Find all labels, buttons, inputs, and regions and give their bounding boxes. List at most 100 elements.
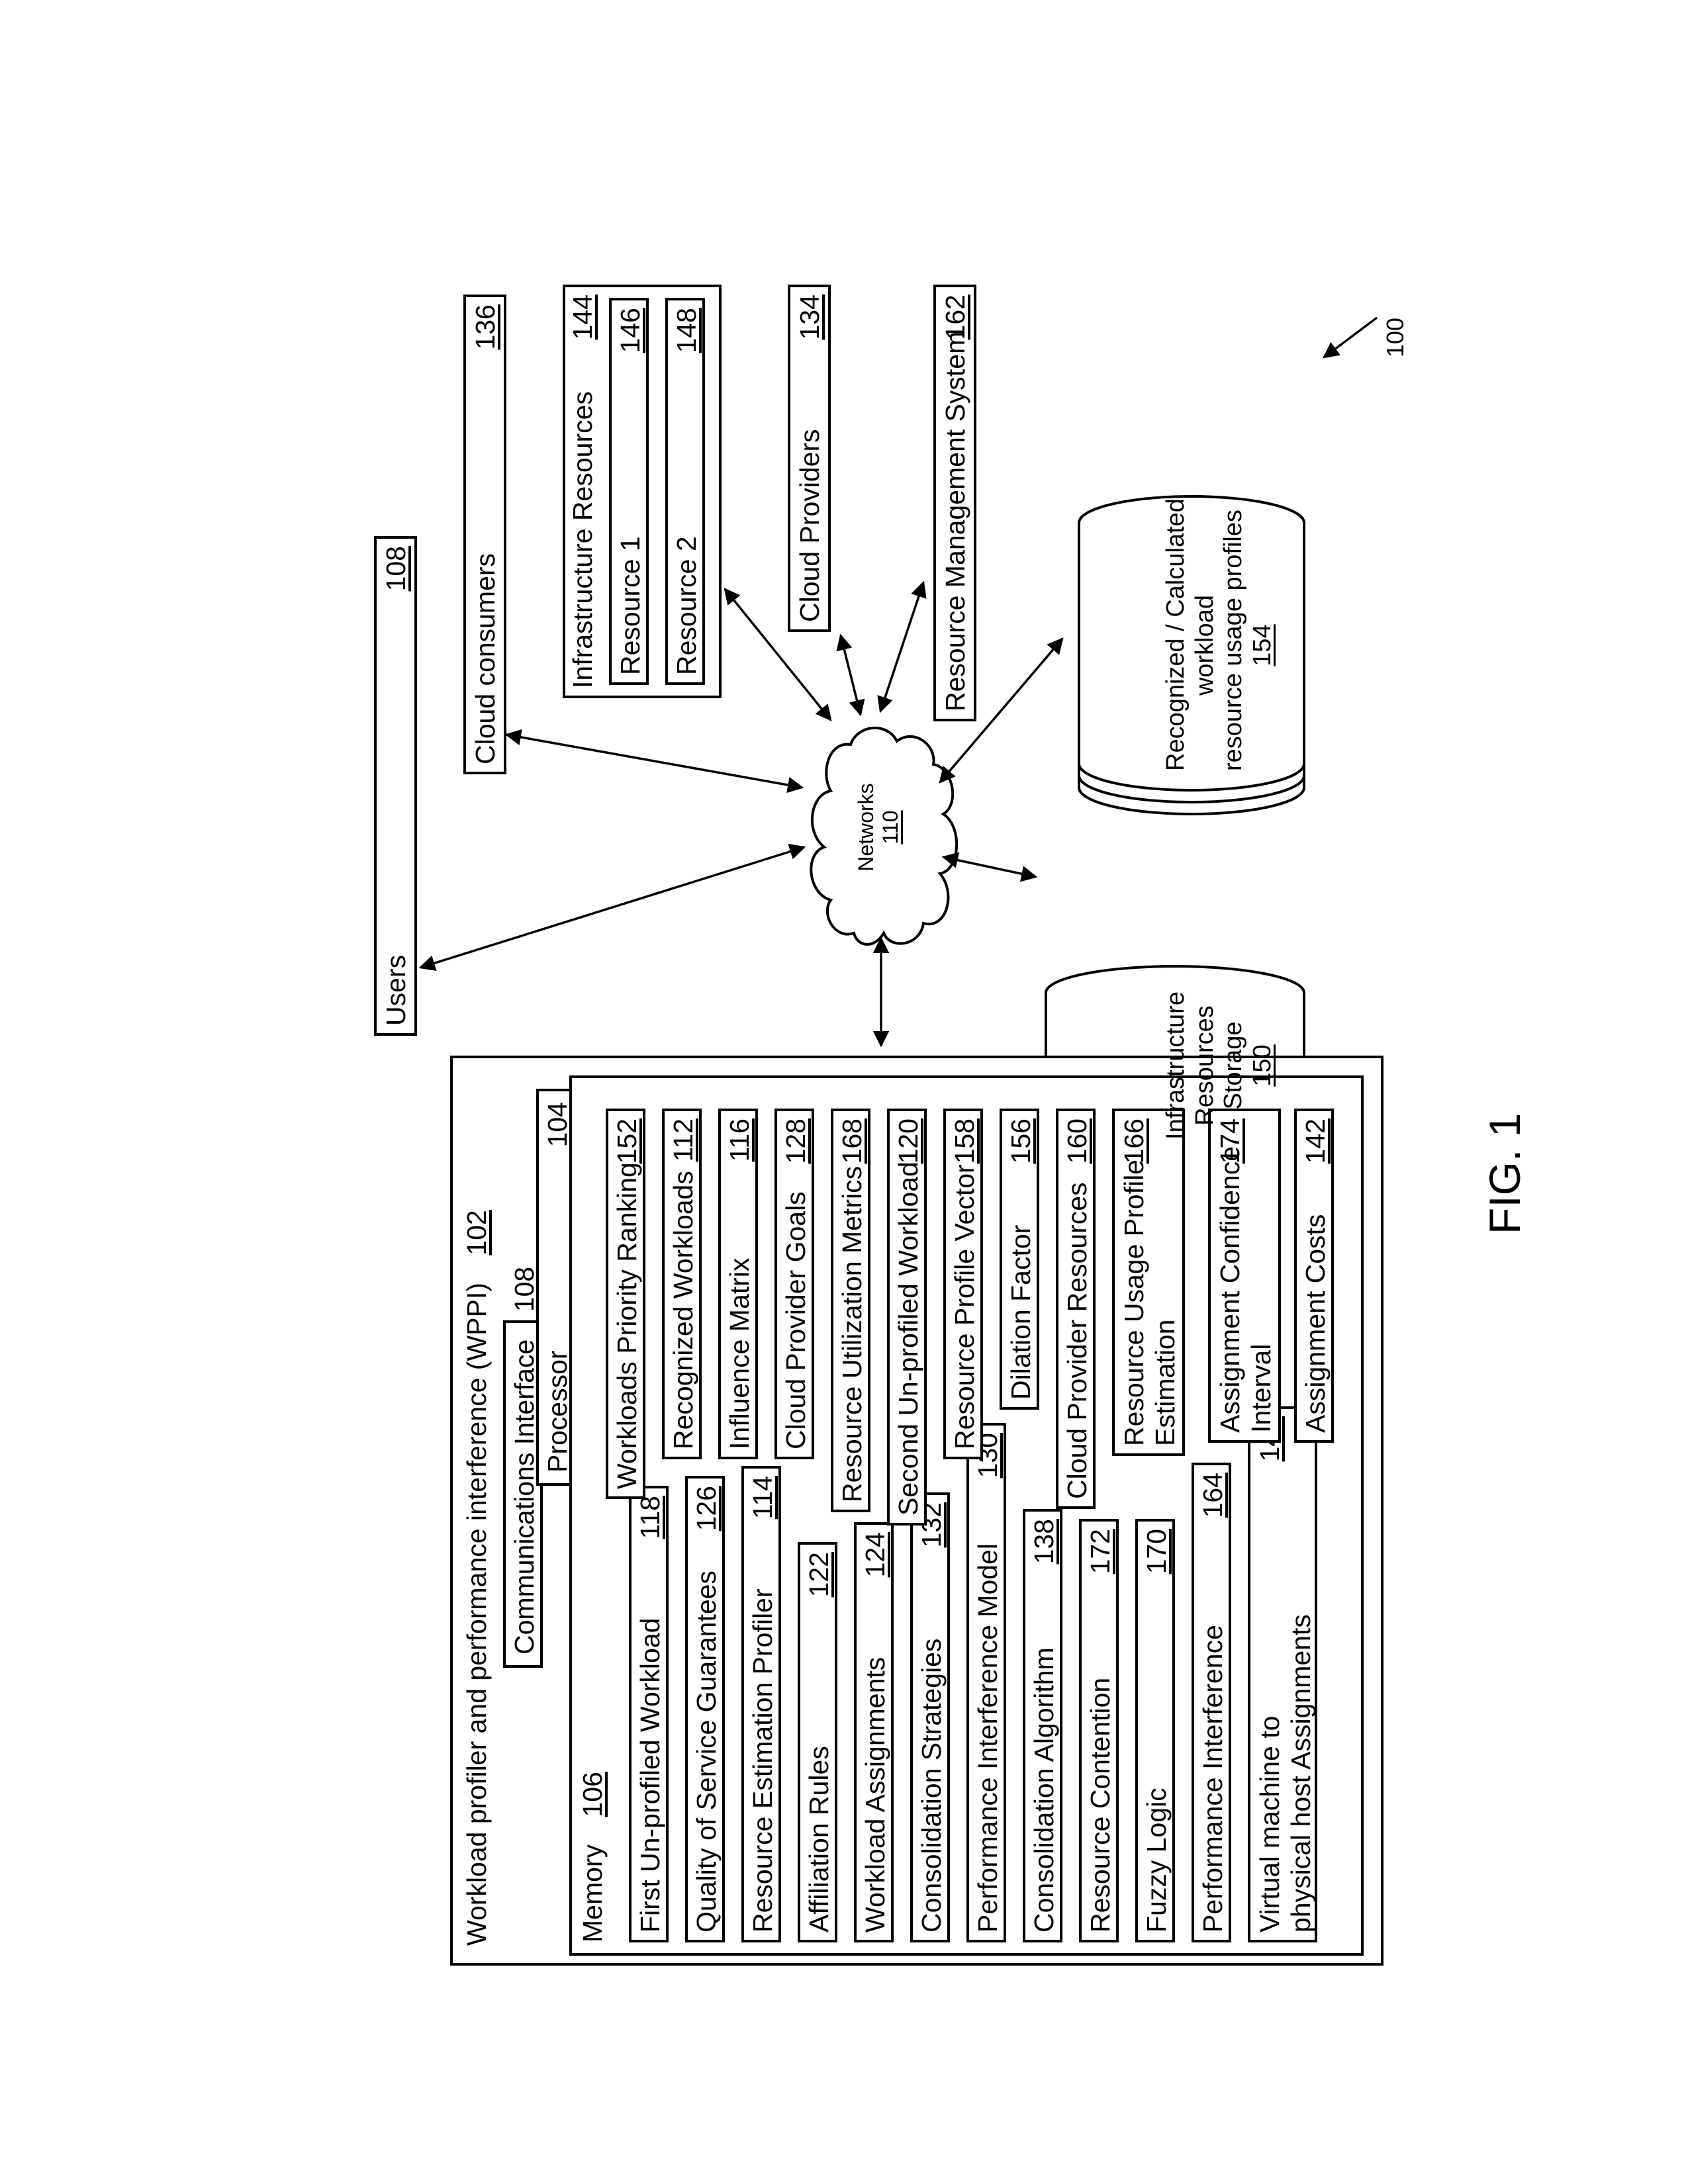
memory-item-workload-assignments-label: Workload Assignments124 bbox=[862, 1532, 889, 1933]
item-text: Performance Interference bbox=[1197, 1625, 1228, 1933]
item-ref: 152 bbox=[614, 1118, 641, 1163]
infra-ref: 144 bbox=[569, 295, 596, 340]
item-ref: 116 bbox=[726, 1118, 753, 1161]
memory-item-vm-assignments-label: Virtual machine to physical host Assignm… bbox=[1254, 1416, 1317, 1933]
item-text: Dilation Factor bbox=[1006, 1225, 1036, 1400]
memory-item-consolidation-strategies-label: Consolidation Strategies132 bbox=[918, 1502, 945, 1933]
figure-label: FIG. 1 bbox=[1483, 1113, 1526, 1234]
processor-text: Processor bbox=[542, 1350, 573, 1473]
item-ref: 114 bbox=[749, 1476, 776, 1519]
item-ref: 156 bbox=[1008, 1118, 1035, 1163]
cloud-consumers-label: Cloud consumers 136 bbox=[472, 304, 499, 764]
item-ref: 172 bbox=[1087, 1529, 1114, 1574]
item-text: Influence Matrix bbox=[724, 1258, 755, 1449]
item-ref: 138 bbox=[1031, 1519, 1058, 1564]
figure-ref: 100 bbox=[1383, 318, 1407, 357]
cloud-consumers-text: Cloud consumers bbox=[470, 553, 500, 764]
item-text: Assignment Costs bbox=[1300, 1214, 1331, 1433]
item-text: Fuzzy Logic bbox=[1141, 1788, 1172, 1933]
memory-item-assignment-costs-label: Assignment Costs 142 bbox=[1302, 1118, 1329, 1433]
arrow-providers-networks bbox=[841, 635, 861, 715]
item-text: Resource Estimation Profiler bbox=[747, 1588, 778, 1933]
arrow-storage-networks bbox=[943, 857, 1036, 877]
memory-label: Memory 106 bbox=[579, 1772, 606, 1942]
memory-item-qos-label: Quality of Service Guarantees 126 bbox=[693, 1486, 720, 1933]
cloud-consumers-ref: 136 bbox=[472, 304, 499, 349]
profiles-line2: workload bbox=[1191, 520, 1220, 771]
comm-interface-ref: 108 bbox=[509, 1267, 539, 1312]
storage-ref: 150 bbox=[1248, 979, 1278, 1152]
memory-item-resource-usage-profile-label: Resource Usage Profile Estimation 166 bbox=[1119, 1118, 1181, 1446]
cloud-providers-label: Cloud Providers 134 bbox=[796, 295, 823, 622]
storage-line2: Resources bbox=[1191, 979, 1220, 1152]
wppi-title: Workload profiler and performance interf… bbox=[463, 1210, 491, 1946]
users-ref: 108 bbox=[383, 546, 410, 591]
item-text: Quality of Service Guarantees bbox=[691, 1570, 722, 1933]
profiles-line3: resource usage profiles bbox=[1219, 520, 1248, 771]
item-text: Workloads Priority Ranking bbox=[612, 1162, 642, 1489]
item-text: Cloud Provider Resources bbox=[1062, 1182, 1092, 1499]
item-text: Second Un-profiled Workload bbox=[893, 1161, 923, 1516]
resource-2-ref: 148 bbox=[673, 308, 700, 353]
memory-item-influence-matrix-label: Influence Matrix 116 bbox=[726, 1118, 753, 1449]
memory-item-performance-interference-model-label: Performance Interference Model130 bbox=[974, 1433, 1002, 1933]
item-ref: 122 bbox=[806, 1552, 833, 1597]
arrow-rms-networks bbox=[880, 582, 923, 711]
item-ref: 170 bbox=[1143, 1529, 1170, 1574]
item-text: Resource Profile Vector bbox=[949, 1164, 980, 1449]
comm-interface-text: Communications Interface bbox=[509, 1340, 539, 1655]
infra-resources-label: Infrastructure Resources144 bbox=[569, 295, 596, 688]
item-text: Consolidation Strategies bbox=[916, 1639, 947, 1933]
aci-line2: Interval bbox=[1246, 1118, 1277, 1433]
rup-line1: Resource Usage Profile bbox=[1119, 1118, 1150, 1446]
memory-item-resource-profile-vector-label: Resource Profile Vector158 bbox=[951, 1118, 978, 1449]
networks-ref: 110 bbox=[878, 768, 903, 887]
item-ref: 126 bbox=[693, 1486, 720, 1531]
rms-label: Resource Management System162 bbox=[942, 295, 969, 711]
vm-assign-line2: physical host Assignments bbox=[1286, 1416, 1317, 1933]
memory-item-affiliation-rules-label: Affiliation Rules122 bbox=[806, 1552, 833, 1933]
item-text: Performance Interference Model bbox=[972, 1543, 1003, 1933]
wppi-title-text: Workload profiler and performance interf… bbox=[461, 1283, 492, 1946]
wppi-ref: 102 bbox=[461, 1210, 492, 1255]
rup-ref: 166 bbox=[1119, 1118, 1150, 1163]
cloud-providers-ref: 134 bbox=[796, 295, 823, 340]
memory-item-fuzzy-logic-label: Fuzzy Logic 170 bbox=[1143, 1529, 1170, 1933]
memory-item-cloud-provider-goals-label: Cloud Provider Goals 128 bbox=[782, 1118, 810, 1449]
memory-item-dilation-factor-label: Dilation Factor 156 bbox=[1008, 1118, 1035, 1400]
item-ref: 142 bbox=[1302, 1118, 1329, 1163]
resource-2-label: Resource 2 148 bbox=[673, 308, 700, 675]
profiles-label: Recognized / Calculated workload resourc… bbox=[1162, 520, 1278, 771]
memory-item-resource-estimation-profiler-label: Resource Estimation Profiler 114 bbox=[749, 1476, 776, 1933]
memory-item-second-unprofiled-label: Second Un-profiled Workload120 bbox=[895, 1118, 922, 1516]
users-text: Users bbox=[381, 955, 411, 1026]
memory-item-assignment-confidence-label: Assignment Confidence Interval 174 bbox=[1215, 1118, 1277, 1433]
memory-item-recognized-workloads-label: Recognized Workloads112 bbox=[670, 1118, 697, 1449]
resource-2-text: Resource 2 bbox=[671, 536, 702, 675]
processor-label: Processor 104 bbox=[544, 1102, 571, 1473]
item-ref: 128 bbox=[782, 1118, 810, 1163]
arrow-users-networks bbox=[420, 847, 804, 968]
memory-item-workloads-priority-ranking-label: Workloads Priority Ranking152 bbox=[614, 1118, 641, 1489]
resource-1-ref: 146 bbox=[617, 308, 644, 353]
resource-1-text: Resource 1 bbox=[615, 536, 645, 675]
item-ref: 124 bbox=[862, 1532, 889, 1577]
item-ref: 160 bbox=[1064, 1118, 1091, 1163]
item-text: Cloud Provider Goals bbox=[780, 1191, 811, 1449]
cloud-providers-text: Cloud Providers bbox=[794, 429, 825, 622]
memory-text: Memory bbox=[577, 1844, 608, 1942]
item-ref: 118 bbox=[637, 1496, 664, 1539]
item-ref: 112 bbox=[670, 1118, 697, 1161]
item-ref: 158 bbox=[951, 1118, 978, 1163]
profiles-ref: 154 bbox=[1248, 520, 1278, 771]
item-text: First Un-profiled Workload bbox=[635, 1618, 665, 1933]
processor-ref: 104 bbox=[544, 1102, 571, 1147]
vm-assign-line1: Virtual machine to bbox=[1254, 1416, 1286, 1933]
aci-line1: Assignment Confidence bbox=[1215, 1118, 1246, 1433]
memory-item-resource-utilization-metrics-label: Resource Utilization Metrics168 bbox=[839, 1118, 866, 1502]
memory-item-first-unprofiled-label: First Un-profiled Workload 118 bbox=[637, 1496, 664, 1933]
item-text: Resource Utilization Metrics bbox=[837, 1166, 867, 1502]
rms-ref: 162 bbox=[942, 295, 969, 340]
